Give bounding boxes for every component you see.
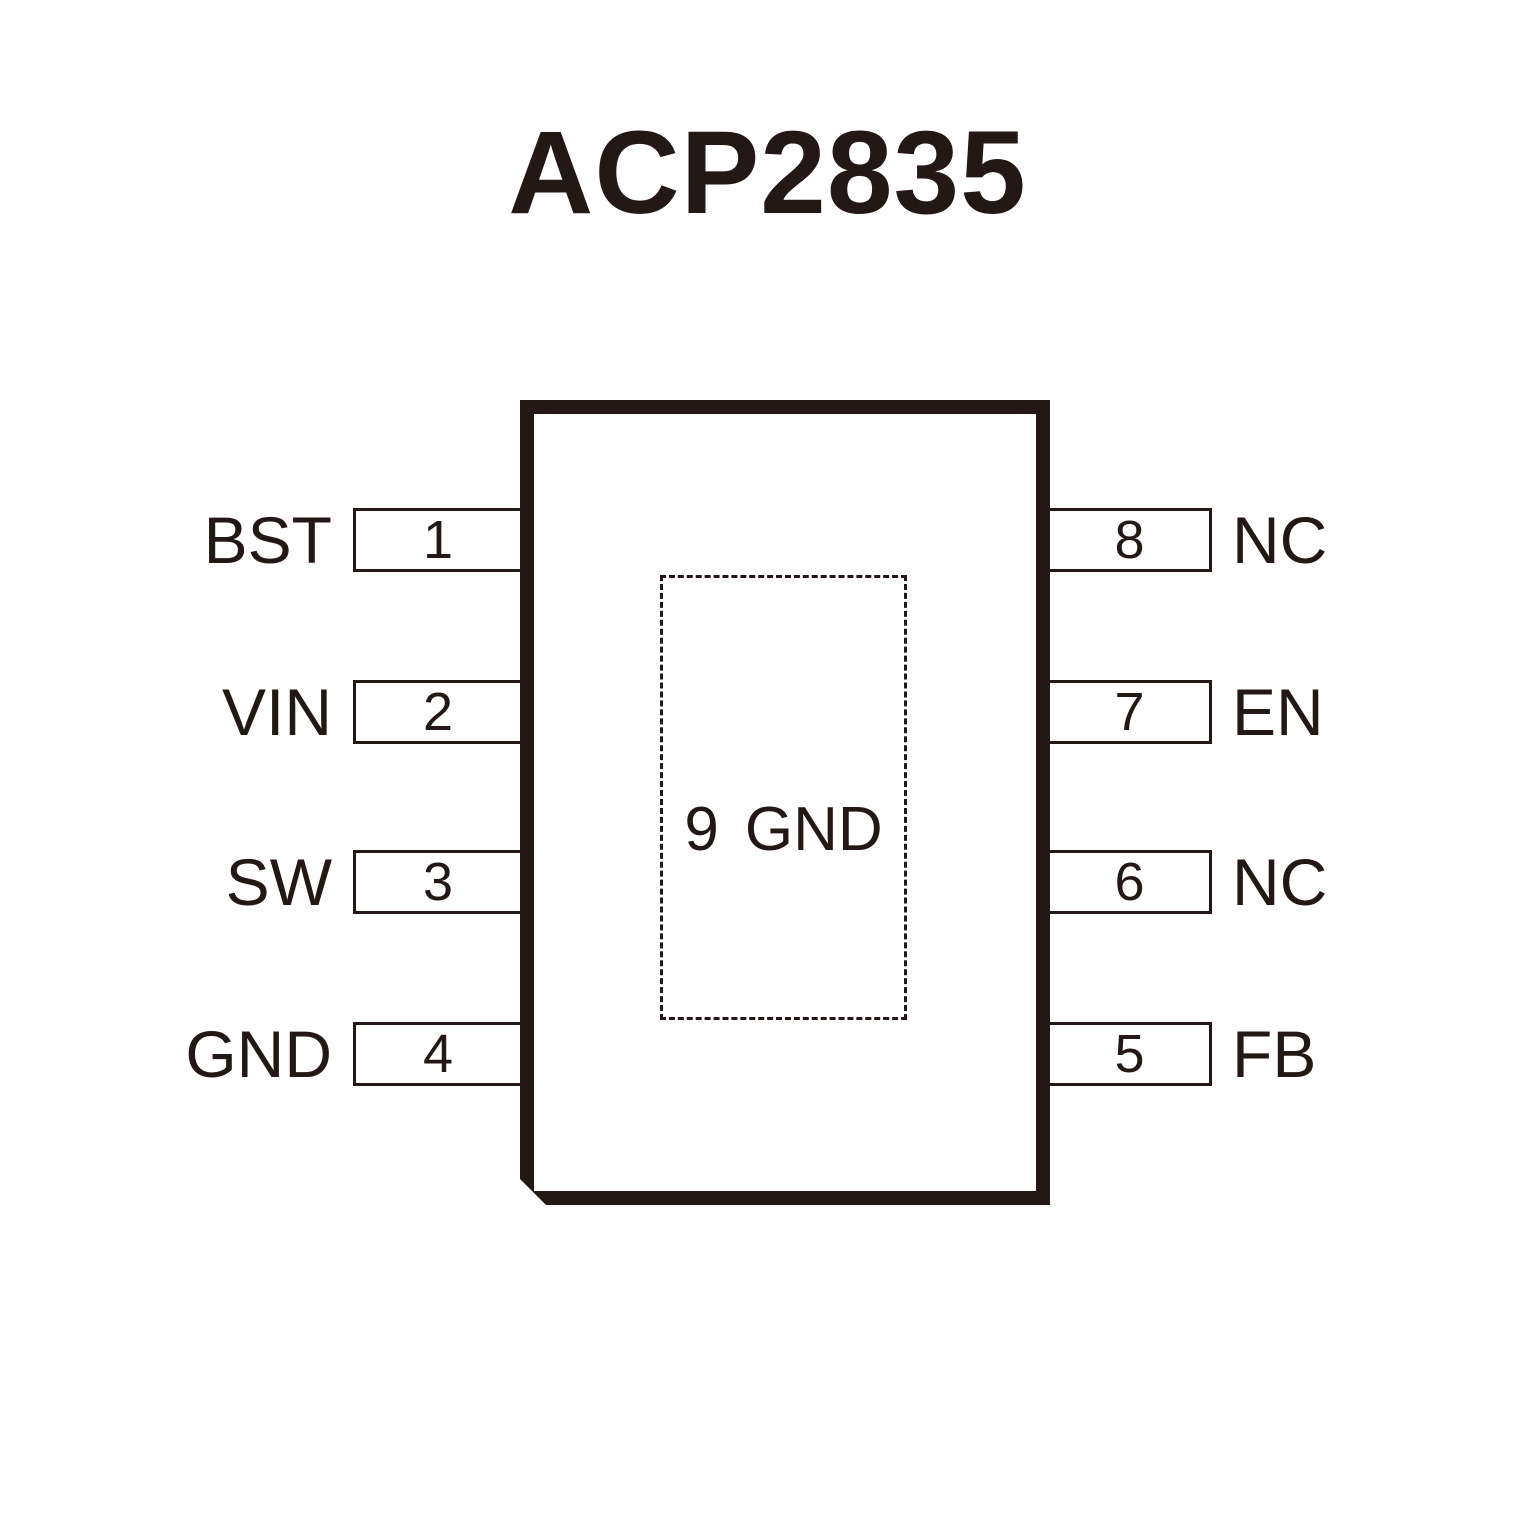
pin-8-box: 8 (1047, 508, 1212, 572)
thermal-pad: 9 GND (660, 575, 907, 1020)
pin-8-number: 8 (1114, 510, 1145, 570)
pin-8-label: NC (1232, 503, 1328, 577)
pin-1-box: 1 (353, 508, 523, 572)
pin-7-number: 7 (1114, 682, 1145, 742)
pin-2-label: VIN (221, 675, 332, 749)
pin-4-number: 4 (422, 1024, 454, 1084)
pin-5-number: 5 (1114, 1024, 1145, 1084)
pin-6-label: NC (1232, 845, 1328, 919)
chip-body (520, 400, 1050, 1205)
pin-6-number: 6 (1114, 852, 1145, 912)
thermal-pad-number: 9 (684, 795, 719, 864)
pin-6-box: 6 (1047, 850, 1212, 914)
pin-2-number: 2 (422, 682, 454, 742)
pin-2-box: 2 (353, 680, 523, 744)
pin-7-label: EN (1232, 675, 1324, 749)
thermal-pad-name: GND (744, 795, 883, 864)
pin-3-box: 3 (353, 850, 523, 914)
thermal-pad-label: 9 GND (684, 794, 882, 865)
pin-1-number: 1 (422, 510, 454, 570)
pin-7-box: 7 (1047, 680, 1212, 744)
pin-5-box: 5 (1047, 1022, 1212, 1086)
chip-title: ACP2835 (508, 107, 1027, 239)
pin-5-label: FB (1232, 1017, 1317, 1091)
pin-3-number: 3 (422, 852, 454, 912)
pin-4-label: GND (185, 1017, 332, 1091)
pin-4-box: 4 (353, 1022, 523, 1086)
pin-3-label: SW (225, 845, 332, 919)
pin-1-label: BST (203, 503, 332, 577)
